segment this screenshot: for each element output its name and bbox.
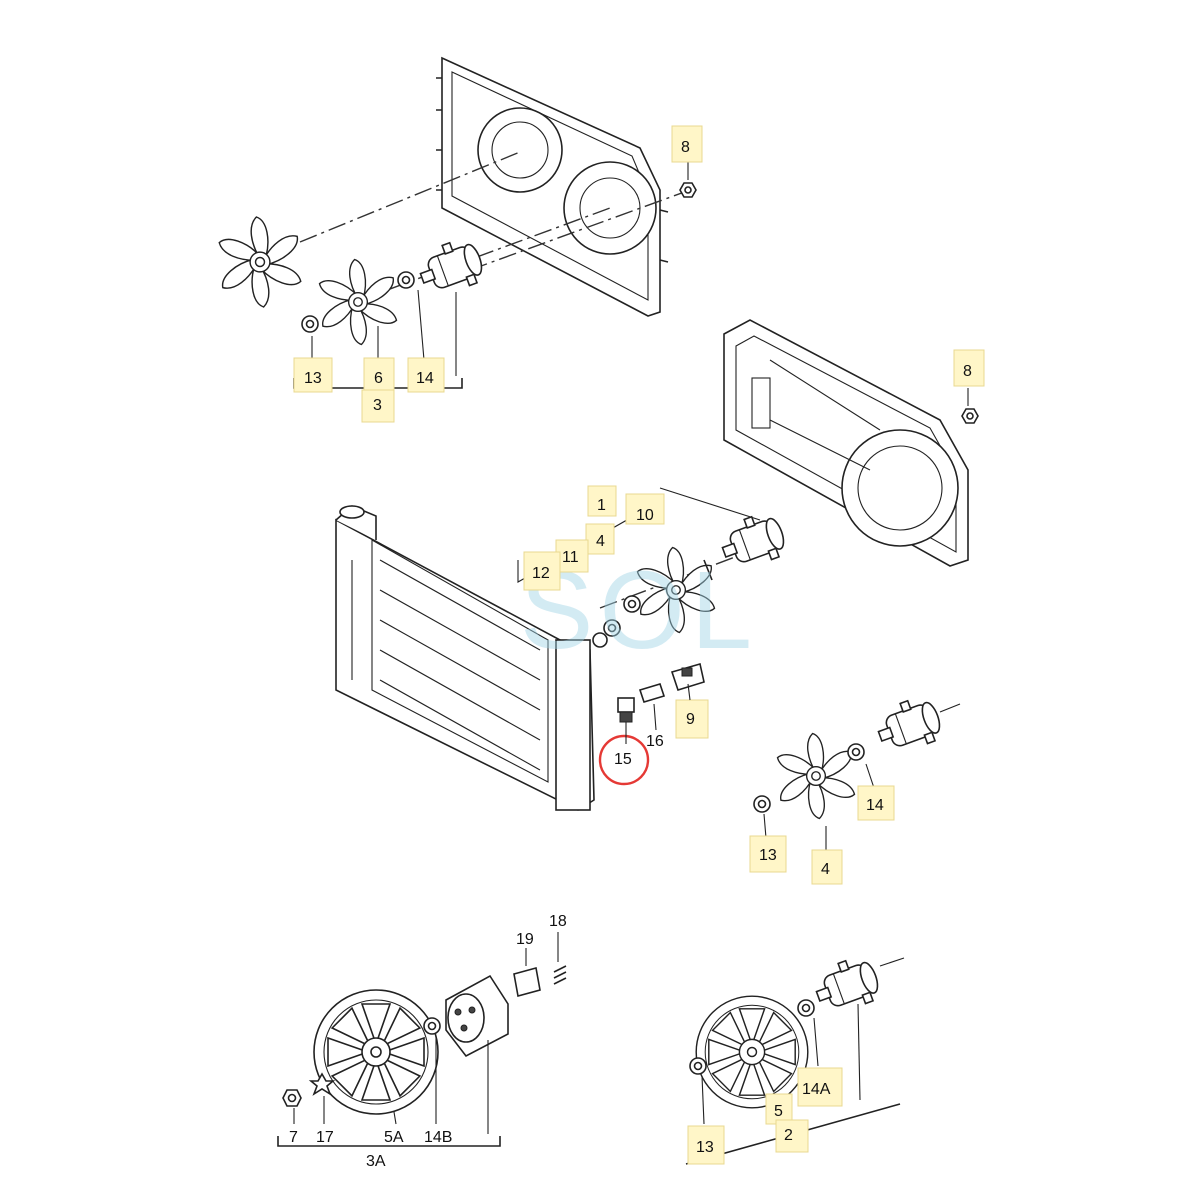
label-15: 15 <box>614 751 632 768</box>
label-13-bottom: 13 <box>696 1139 714 1156</box>
radiator <box>335 505 608 811</box>
bottom-right-washer-13 <box>689 1057 707 1075</box>
label-14-top: 14 <box>416 370 434 387</box>
top-washer-13 <box>301 315 319 333</box>
top-fan-large <box>215 216 305 308</box>
label-19: 19 <box>516 931 534 948</box>
label-13-right: 13 <box>759 847 777 864</box>
label-11: 11 <box>562 549 579 566</box>
label-18: 18 <box>549 913 567 930</box>
right-washer-13 <box>753 795 771 813</box>
label-13-top: 13 <box>304 370 322 387</box>
label-17: 17 <box>316 1129 334 1146</box>
bottom-right-fan-5 <box>695 995 809 1109</box>
right-fan-4 <box>774 732 858 820</box>
bottom-left-fan-5A <box>313 989 439 1115</box>
top-axis-line-1 <box>299 151 521 243</box>
label-8-right: 8 <box>963 363 972 380</box>
top-nut-8 <box>679 182 697 198</box>
label-14B: 14B <box>424 1129 452 1146</box>
right-motor <box>871 692 947 759</box>
right-fan-shroud <box>723 319 969 567</box>
label-8-top: 8 <box>681 139 690 156</box>
right-nut-8 <box>961 408 979 424</box>
label-12: 12 <box>532 565 550 582</box>
bottom-left-motor <box>445 974 509 1058</box>
mid-clip-10 <box>703 559 713 581</box>
bottom-left-nut-7 <box>282 1089 302 1107</box>
bottom-right-motor <box>809 952 885 1019</box>
label-4-right: 4 <box>821 861 830 878</box>
label-9: 9 <box>686 711 695 728</box>
right-washer-14 <box>847 743 865 761</box>
connector-16 <box>638 683 666 703</box>
top-axis-line-3 <box>469 189 691 271</box>
bottom-left-bracket <box>277 1136 501 1147</box>
label-6-top: 6 <box>374 370 383 387</box>
label-5: 5 <box>774 1103 783 1120</box>
label-10: 10 <box>636 507 654 524</box>
label-5A: 5A <box>384 1129 404 1146</box>
top-fan-small <box>316 258 400 346</box>
bottom-left-spring-18 <box>553 965 567 985</box>
label-14-right: 14 <box>866 797 884 814</box>
connector-9 <box>670 662 705 691</box>
label-3A: 3A <box>366 1153 386 1170</box>
label-1: 1 <box>597 497 606 514</box>
bottom-right-washer-14A <box>797 999 815 1017</box>
highlight-circle <box>598 734 650 786</box>
label-3: 3 <box>373 397 382 414</box>
label-16: 16 <box>646 733 664 750</box>
label-7: 7 <box>289 1129 298 1146</box>
label-14A: 14A <box>802 1081 831 1098</box>
top-washer-14 <box>397 271 415 289</box>
sensor-15 <box>617 697 635 723</box>
top-motor <box>413 234 489 301</box>
top-fan-shroud <box>436 56 669 317</box>
bottom-left-clip-17 <box>308 1072 336 1096</box>
label-2: 2 <box>784 1127 793 1144</box>
bottom-left-washer-14B <box>423 1017 441 1035</box>
bottom-left-connector-19 <box>513 966 541 998</box>
label-4-mid: 4 <box>596 533 605 550</box>
